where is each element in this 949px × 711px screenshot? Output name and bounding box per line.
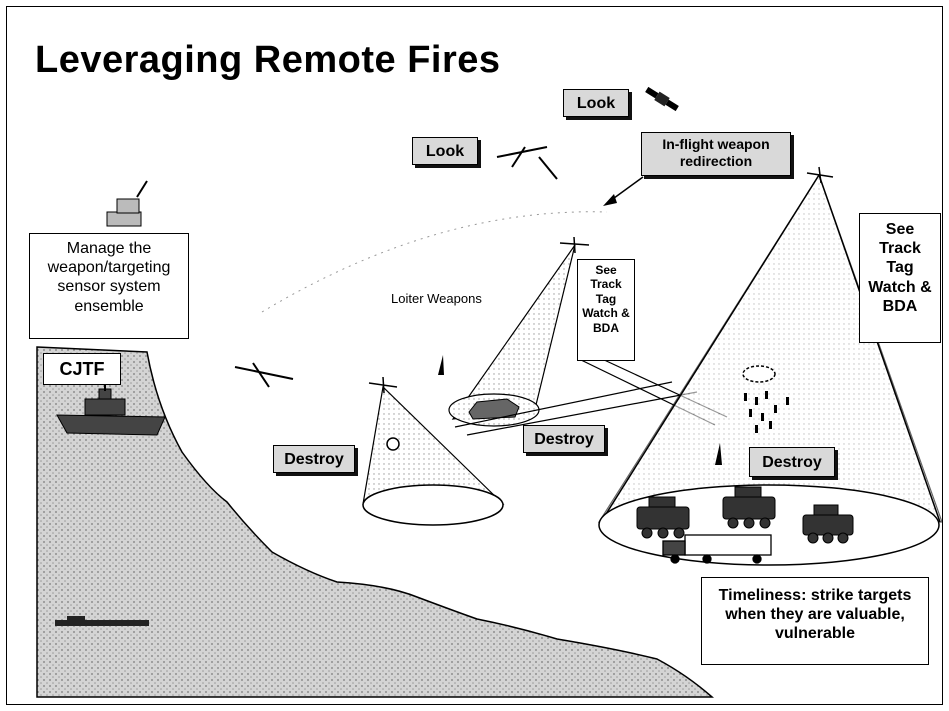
- explosion-icon: [742, 365, 776, 383]
- uav-look-icon: [496, 146, 558, 180]
- ship-small-icon: [55, 616, 149, 626]
- see-track-mid-label: See Track Tag Watch & BDA: [577, 259, 635, 361]
- uav-left-cone-icon: [368, 376, 398, 394]
- page-title: Leveraging Remote Fires: [35, 39, 501, 81]
- tank-1-icon: [636, 496, 690, 539]
- manage-label: Manage the weapon/targeting sensor syste…: [29, 233, 189, 339]
- diagram-art: [36, 86, 942, 698]
- bomblets-icon: [744, 391, 789, 433]
- destroy-mid-label: Destroy: [523, 425, 605, 453]
- uav-left-icon: [234, 362, 294, 388]
- destroy-right-label: Destroy: [749, 447, 835, 477]
- loiter-weapons-label: Loiter Weapons: [391, 291, 482, 306]
- operator-icon: [106, 180, 148, 227]
- tank-2-icon: [722, 486, 776, 529]
- look-mid-label: Look: [412, 137, 478, 165]
- flight-arc: [261, 211, 608, 313]
- uav-mid-icon: [559, 236, 590, 254]
- timeliness-label: Timeliness: strike targets when they are…: [701, 577, 929, 665]
- tank-3-icon: [802, 504, 854, 544]
- cone-mid: [451, 244, 576, 420]
- destroy-left-label: Destroy: [273, 445, 355, 473]
- redirection-label: In-flight weapon redirection: [641, 132, 791, 176]
- satellite-icon: [645, 86, 679, 112]
- cjtf-label: CJTF: [43, 353, 121, 385]
- uav-right-icon: [806, 166, 834, 184]
- redirection-arrow: [609, 176, 644, 202]
- weapon-right-icon: [715, 443, 722, 465]
- cone-left-footprint: [362, 484, 504, 526]
- coastline-land: [36, 346, 714, 698]
- see-track-right-label: See Track Tag Watch & BDA: [859, 213, 941, 343]
- look-top-label: Look: [563, 89, 629, 117]
- slide: Leveraging Remote Fires Look Look In-fli…: [6, 6, 943, 705]
- truck-icon: [662, 534, 772, 564]
- weapon-mid-icon: [438, 355, 444, 375]
